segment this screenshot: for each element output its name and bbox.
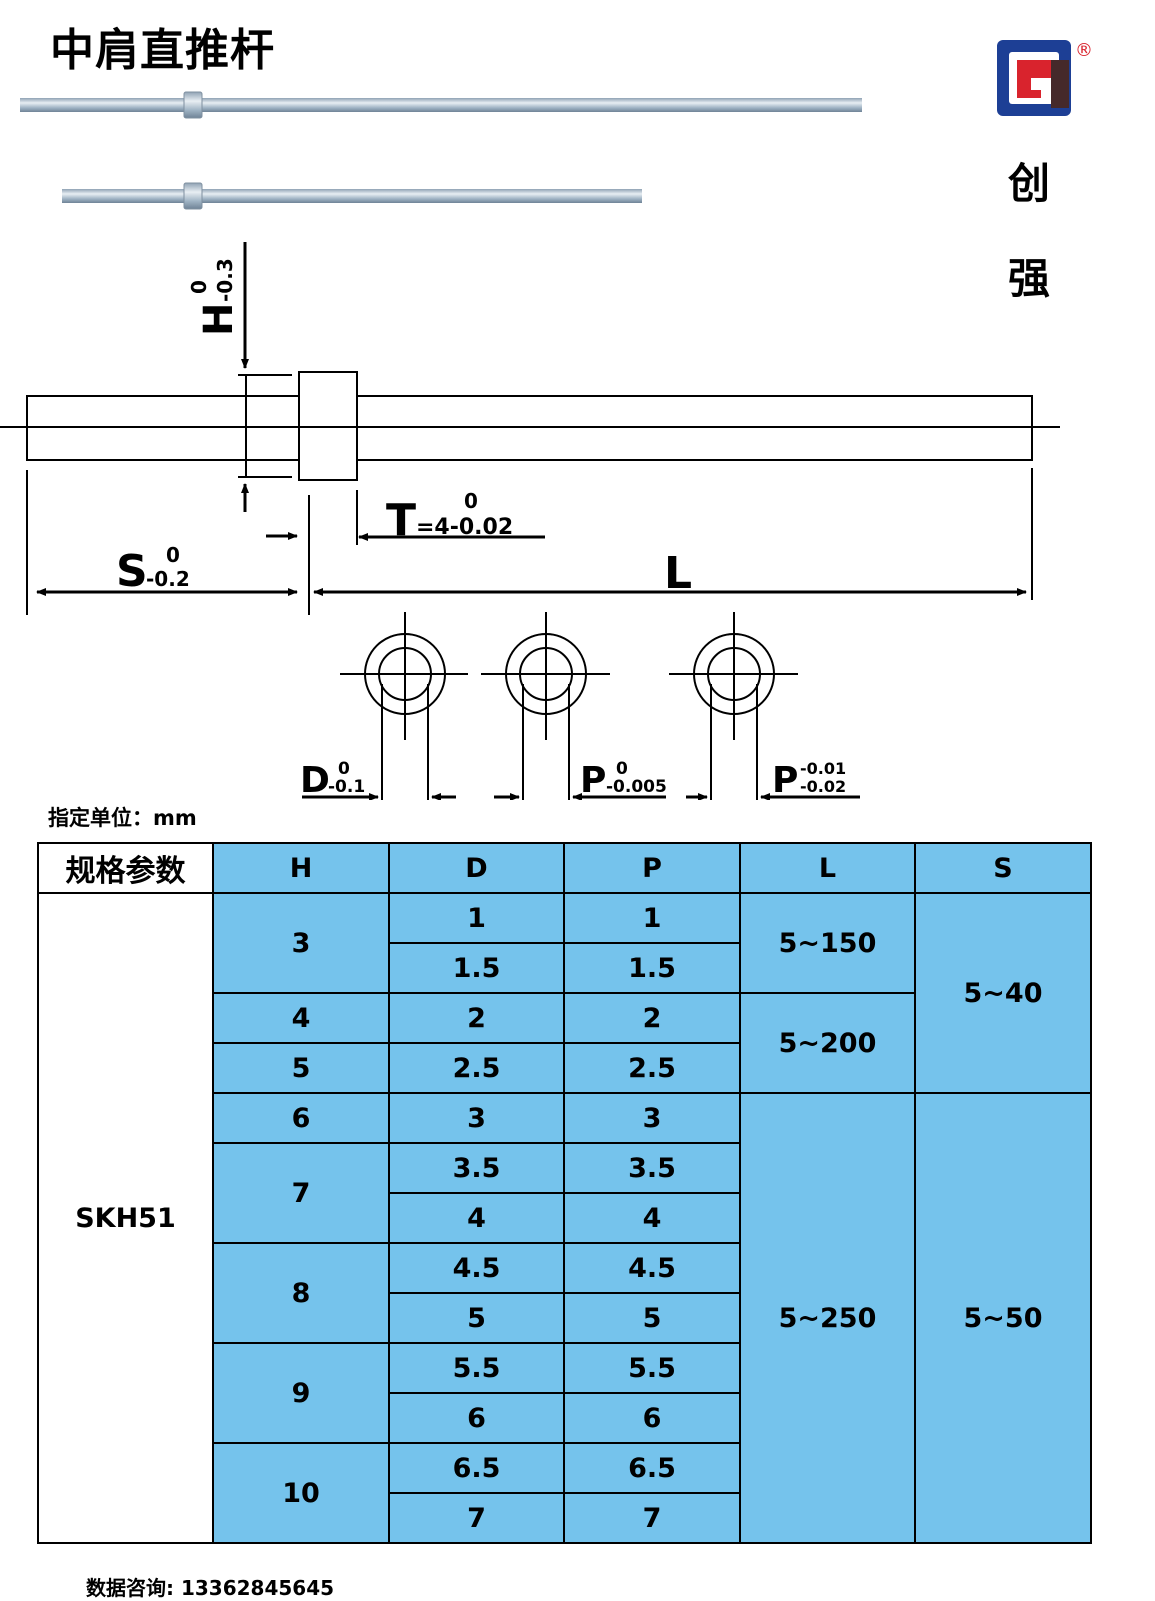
P-cell: 2.5	[563, 1042, 741, 1094]
D-cell: 4	[388, 1192, 565, 1244]
table-row: SKH51 3 1 1 5~150 5~40	[37, 892, 1092, 1544]
table-row: 7 3.5 3.5	[38, 1142, 1091, 1244]
D-cell: 5	[388, 1292, 565, 1344]
H-cell: 8	[212, 1242, 390, 1344]
S-cell: 5~50	[914, 1092, 1092, 1544]
table-row: 4 2 2 5~200	[38, 992, 1091, 1094]
table-row: 10 6.5 6.5	[38, 1442, 1091, 1544]
rod-photo-short	[62, 182, 642, 210]
unit-note: 指定单位：mm	[48, 806, 197, 830]
technical-drawing: H 0 -0.3 T =4-0.02 0 S 0 -0.2 L D 0 -0.1	[0, 91, 1060, 800]
header-corner: 规格参数	[37, 842, 214, 894]
P-cell: 6	[563, 1392, 741, 1444]
H-cell: 10	[212, 1442, 390, 1544]
rod-photo-long	[20, 91, 862, 119]
table-row: 9 5.5 5.5	[38, 1342, 1091, 1444]
D-cell: 1.5	[388, 942, 565, 994]
table-row: 4 4	[38, 1192, 1091, 1244]
material-cell: SKH51	[37, 892, 214, 1544]
D-cell: 1	[388, 892, 565, 944]
label-S-tol-lower: -0.2	[146, 567, 190, 591]
label-P1-tol-upper: 0	[616, 759, 628, 779]
label-P2: P	[772, 760, 798, 800]
label-P2-tol-upper: -0.01	[800, 759, 846, 778]
table-row: 6 6	[38, 1392, 1091, 1444]
P-cell: 6.5	[563, 1442, 741, 1494]
label-H-tol-lower: -0.3	[213, 258, 237, 302]
page-title: 中肩直推杆	[50, 25, 275, 76]
H-cell: 4	[212, 992, 390, 1044]
L-cell: 5~250	[739, 1092, 916, 1544]
D-cell: 5.5	[388, 1342, 565, 1394]
brand-char-2: 强	[1008, 254, 1051, 303]
D-cell: 4.5	[388, 1242, 565, 1294]
label-S: S	[116, 546, 148, 597]
H-cell: 7	[212, 1142, 390, 1244]
P-cell: 5	[563, 1292, 741, 1344]
P-cell: 4.5	[563, 1242, 741, 1294]
P-cell: 3.5	[563, 1142, 741, 1194]
section-P2: P -0.01 -0.02	[669, 612, 860, 800]
table-row: 1.5 1.5	[38, 942, 1091, 994]
contact-info: 数据咨询: 13362845645	[86, 1576, 335, 1600]
label-L: L	[664, 548, 692, 599]
section-P1: P 0 -0.005	[481, 612, 667, 800]
label-S-tol-upper: 0	[166, 543, 180, 567]
P-cell: 5.5	[563, 1342, 741, 1394]
H-cell: 6	[212, 1092, 390, 1144]
P-cell: 1	[563, 892, 741, 944]
D-cell: 2.5	[388, 1042, 565, 1094]
label-D-tol-upper: 0	[338, 759, 350, 779]
table-row: 7 7	[38, 1492, 1091, 1544]
H-cell: 9	[212, 1342, 390, 1444]
D-cell: 6	[388, 1392, 565, 1444]
label-D-tol-lower: -0.1	[328, 777, 365, 797]
P-cell: 3	[563, 1092, 741, 1144]
D-cell: 6.5	[388, 1442, 565, 1494]
P-cell: 4	[563, 1192, 741, 1244]
header-S: S	[914, 842, 1092, 894]
H-cell: 5	[212, 1042, 390, 1094]
D-cell: 2	[388, 992, 565, 1044]
D-cell: 3	[388, 1092, 565, 1144]
table-row: 5 5	[38, 1292, 1091, 1344]
label-P1: P	[580, 760, 606, 800]
section-D: D 0 -0.1	[300, 612, 468, 800]
P-cell: 2	[563, 992, 741, 1044]
S-cell: 5~40	[914, 892, 1092, 1094]
header-P: P	[563, 842, 741, 894]
table-row: 8 4.5 4.5	[38, 1242, 1091, 1344]
D-cell: 3.5	[388, 1142, 565, 1194]
brand-logo: ®	[997, 40, 1093, 116]
label-T-tol-upper: 0	[464, 489, 478, 513]
P-cell: 7	[563, 1492, 741, 1544]
label-P1-tol-lower: -0.005	[606, 777, 667, 797]
label-H: H	[196, 303, 242, 336]
header-H: H	[212, 842, 390, 894]
header-L: L	[739, 842, 916, 894]
label-D: D	[300, 760, 330, 800]
label-H-tol-upper: 0	[187, 280, 211, 294]
table-row: 5 2.5 2.5	[38, 1042, 1091, 1094]
table-header-row: 规格参数 H D P L S	[37, 842, 1092, 894]
H-cell: 3	[212, 892, 390, 994]
spec-table: 规格参数 H D P L S SKH51 3 1 1 5~150 5~40 1.…	[37, 842, 1092, 1544]
table-row: 6 3 3 5~250 5~50	[38, 1092, 1092, 1544]
L-cell: 5~150	[739, 892, 916, 994]
D-cell: 7	[388, 1492, 565, 1544]
label-P2-tol-lower: -0.02	[800, 777, 846, 796]
header-D: D	[388, 842, 565, 894]
L-cell: 5~200	[739, 992, 916, 1094]
registered-mark: ®	[1075, 40, 1093, 61]
label-T: T	[386, 495, 416, 546]
brand-char-1: 创	[1008, 159, 1051, 208]
label-T-value: =4-0.02	[416, 515, 513, 540]
P-cell: 1.5	[563, 942, 741, 994]
